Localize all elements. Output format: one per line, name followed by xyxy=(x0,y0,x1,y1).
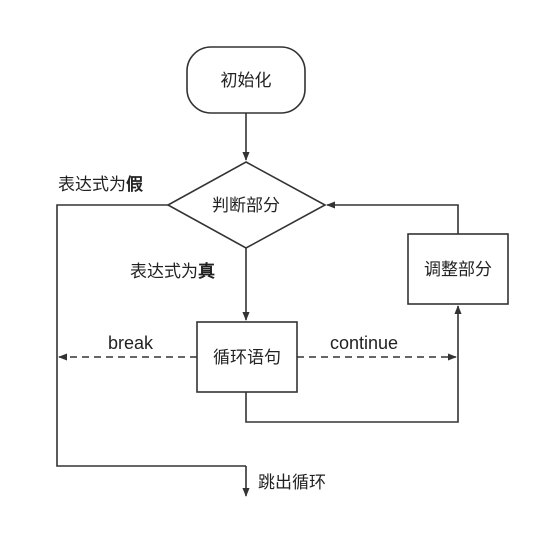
break-label: break xyxy=(108,333,154,353)
false-branch-label: 表达式为假 xyxy=(58,174,143,195)
adjust-node-label: 调整部分 xyxy=(424,260,492,280)
true-branch-label: 表达式为真 xyxy=(130,261,215,282)
body-node-label: 循环语句 xyxy=(213,348,281,368)
true-branch-prefix: 表达式为 xyxy=(130,262,198,282)
continue-label: continue xyxy=(330,333,398,353)
false-branch-prefix: 表达式为 xyxy=(58,175,126,195)
false-branch-line xyxy=(56,204,246,467)
false-branch-word: 假 xyxy=(126,174,143,195)
exit-label: 跳出循环 xyxy=(258,473,326,493)
true-branch-word: 真 xyxy=(198,261,215,282)
condition-node-label: 判断部分 xyxy=(212,196,280,216)
adjust-node xyxy=(407,233,509,305)
arrow-adjust-to-condition xyxy=(326,201,459,234)
init-node-label: 初始化 xyxy=(221,71,272,91)
arrow-body-to-adjust xyxy=(245,305,462,423)
